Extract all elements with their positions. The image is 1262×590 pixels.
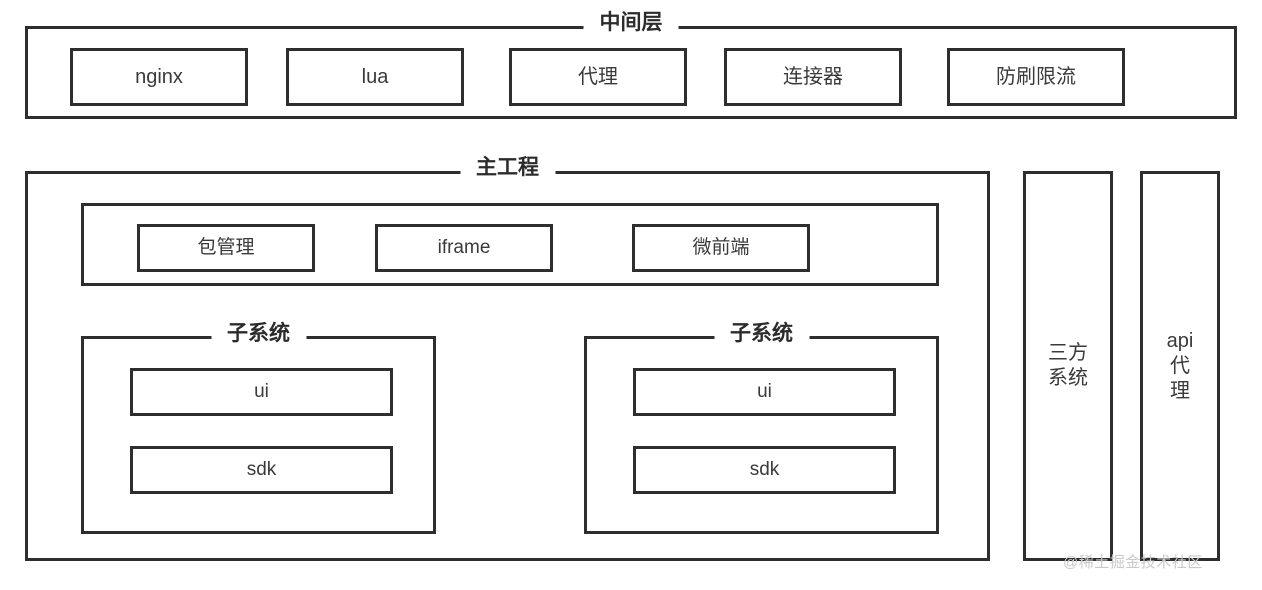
main-project-top-row: 包管理 iframe 微前端 (81, 203, 939, 286)
node-api-proxy[interactable]: api 代 理 (1140, 171, 1220, 561)
third-party-line-1: 三方 (1048, 342, 1088, 364)
node-subsystem-2-ui[interactable]: ui (633, 368, 896, 416)
node-nginx[interactable]: nginx (70, 48, 248, 106)
subsystem-group-2: 子系统 ui sdk (584, 323, 939, 534)
api-proxy-line-1: api (1166, 329, 1194, 352)
node-subsystem-1-sdk[interactable]: sdk (130, 446, 393, 494)
api-proxy-line-3: 理 (1170, 379, 1190, 402)
subsystem-title-1: 子系统 (211, 323, 306, 344)
node-iframe[interactable]: iframe (375, 224, 553, 272)
node-lua[interactable]: lua (286, 48, 464, 106)
node-package-management[interactable]: 包管理 (137, 224, 315, 272)
node-micro-frontend[interactable]: 微前端 (632, 224, 810, 272)
main-project-title: 主工程 (460, 157, 555, 178)
subsystem-title-2: 子系统 (714, 323, 809, 344)
node-connector[interactable]: 连接器 (724, 48, 902, 106)
middle-layer-group: 中间层 nginx lua 代理 连接器 防刷限流 (25, 12, 1237, 119)
api-proxy-line-2: 代 (1170, 354, 1190, 377)
node-subsystem-2-sdk[interactable]: sdk (633, 446, 896, 494)
third-party-line-2: 系统 (1048, 367, 1088, 389)
node-rate-limit[interactable]: 防刷限流 (947, 48, 1125, 106)
node-proxy[interactable]: 代理 (509, 48, 687, 106)
main-project-group: 主工程 包管理 iframe 微前端 子系统 ui sdk 子系统 ui sdk (25, 157, 990, 561)
node-subsystem-1-ui[interactable]: ui (130, 368, 393, 416)
subsystem-group-1: 子系统 ui sdk (81, 323, 436, 534)
node-third-party-system[interactable]: 三方 系统 (1023, 171, 1113, 561)
middle-layer-title: 中间层 (583, 12, 679, 33)
